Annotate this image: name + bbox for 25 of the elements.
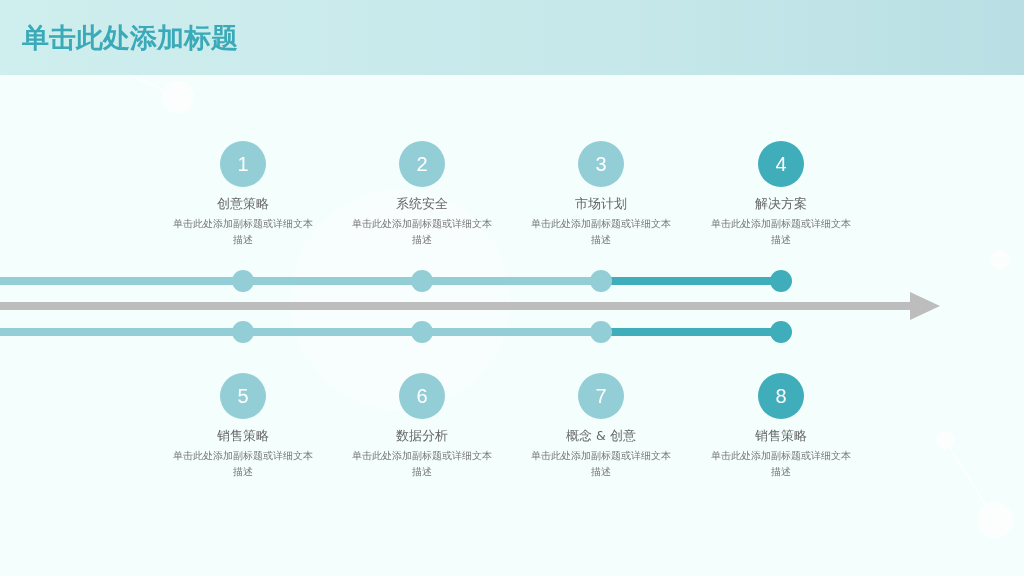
step-heading: 销售策略 bbox=[754, 428, 808, 445]
number-circle: 2 bbox=[399, 141, 445, 187]
number-circle: 8 bbox=[758, 373, 804, 419]
step-heading: 系统安全 bbox=[395, 196, 449, 213]
number-circle: 3 bbox=[578, 141, 624, 187]
step-heading: 数据分析 bbox=[395, 428, 449, 445]
step-heading: 创意策略 bbox=[216, 196, 270, 213]
number-circle: 5 bbox=[220, 373, 266, 419]
step-description: 单击此处添加副标题或详细文本描述 bbox=[530, 217, 672, 247]
step-heading: 概念 & 创意 bbox=[565, 428, 637, 445]
number-circle: 7 bbox=[578, 373, 624, 419]
step-heading: 解决方案 bbox=[754, 196, 808, 213]
number-circle: 6 bbox=[399, 373, 445, 419]
step-description: 单击此处添加副标题或详细文本描述 bbox=[530, 449, 672, 479]
step-heading: 销售策略 bbox=[216, 428, 270, 445]
step-description: 单击此处添加副标题或详细文本描述 bbox=[710, 217, 852, 247]
step-description: 单击此处添加副标题或详细文本描述 bbox=[351, 217, 493, 247]
number-circle: 4 bbox=[758, 141, 804, 187]
step-description: 单击此处添加副标题或详细文本描述 bbox=[351, 449, 493, 479]
slide-title: 单击此处添加标题 bbox=[22, 21, 238, 55]
step-description: 单击此处添加副标题或详细文本描述 bbox=[172, 217, 314, 247]
step-heading: 市场计划 bbox=[574, 196, 628, 213]
number-circle: 1 bbox=[220, 141, 266, 187]
step-description: 单击此处添加副标题或详细文本描述 bbox=[172, 449, 314, 479]
step-description: 单击此处添加副标题或详细文本描述 bbox=[710, 449, 852, 479]
